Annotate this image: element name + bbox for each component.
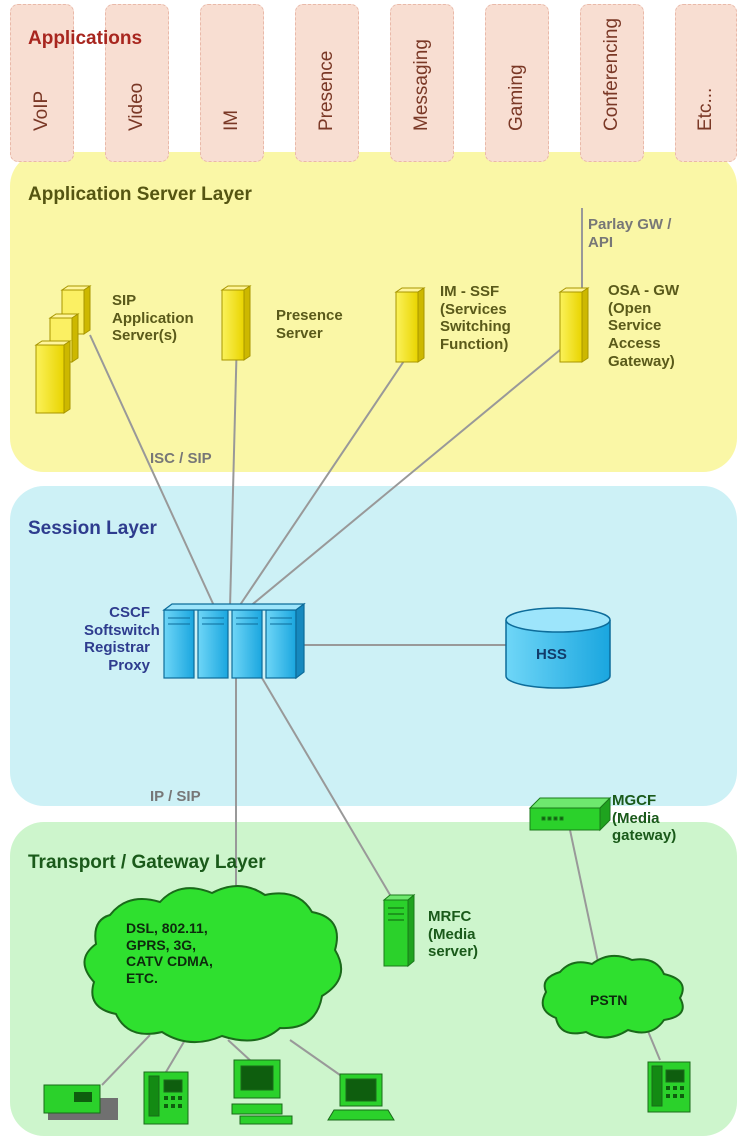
access-network-cloud-icon — [83, 885, 343, 1044]
access-network-label: DSL, 802.11, GPRS, 3G, CATV CDMA, ETC. — [126, 920, 213, 986]
app-column-etc: Etc... — [675, 4, 737, 162]
sip-application-server-label: SIP Application Server(s) — [112, 292, 194, 345]
app-column-video: Video — [105, 4, 169, 162]
app-column-presence: Presence — [295, 4, 359, 162]
cscf-label: CSCF Softswitch Registrar Proxy — [84, 604, 160, 675]
app-column-gaming: Gaming — [485, 4, 549, 162]
mrfc-server-icon — [382, 893, 416, 968]
desk-phone-device-icon-1 — [143, 1071, 189, 1125]
mrfc-label: MRFC (Media server) — [428, 908, 479, 961]
hss-label: HSS — [536, 646, 567, 663]
application-server-layer — [10, 152, 737, 472]
ip-sip-label: IP / SIP — [150, 788, 201, 805]
pstn-cloud-icon — [541, 954, 684, 1039]
applications-title: Applications — [28, 28, 143, 49]
mgcf-gateway-icon — [528, 796, 612, 832]
app-column-conferencing: Conferencing — [580, 4, 644, 162]
parlay-gw-label: Parlay GW / API — [588, 216, 672, 251]
pstn-label: PSTN — [590, 992, 628, 1008]
presence-server-icon — [220, 285, 252, 361]
desktop-computer-device-icon — [231, 1059, 293, 1125]
cscf-server-rack-icon — [162, 602, 306, 680]
hss-database-icon — [505, 607, 611, 689]
app-column-messaging: Messaging — [390, 4, 454, 162]
app-server-layer-title: Application Server Layer — [28, 184, 252, 205]
laptop-device-icon — [327, 1073, 395, 1121]
isc-sip-label: ISC / SIP — [150, 450, 212, 467]
app-column-voip: VoIP — [10, 4, 74, 162]
osa-gw-label: OSA - GW (Open Service Access Gateway) — [608, 282, 680, 370]
session-layer-title: Session Layer — [28, 518, 157, 539]
im-ssf-server-icon — [394, 287, 426, 363]
sip-application-server-icon — [34, 285, 92, 414]
osa-gw-server-icon — [558, 287, 590, 363]
app-column-im: IM — [200, 4, 264, 162]
mgcf-label: MGCF (Media gateway) — [612, 792, 677, 845]
connection-lines — [89, 208, 661, 1086]
desk-phone-device-icon-2 — [647, 1061, 691, 1113]
fax-modem-device-icon — [43, 1084, 118, 1120]
presence-server-label: Presence Server — [276, 307, 343, 342]
transport-layer-title: Transport / Gateway Layer — [28, 852, 266, 873]
im-ssf-label: IM - SSF (Services Switching Function) — [440, 283, 511, 354]
